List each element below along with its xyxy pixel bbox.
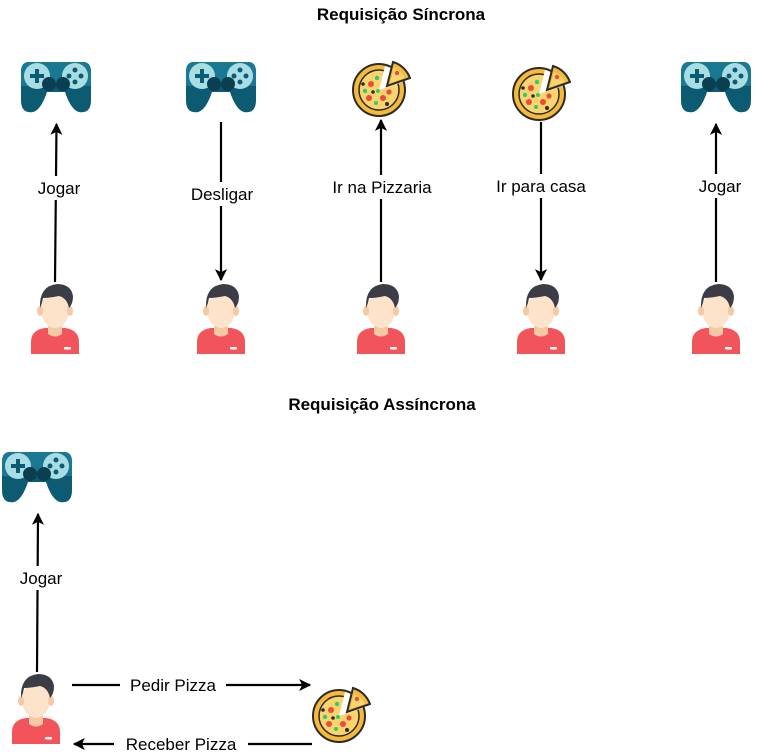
person-icon (12, 674, 60, 744)
sync-step-5: Jogar (681, 62, 751, 354)
step-label: Ir para casa (496, 177, 586, 196)
person-icon (197, 284, 245, 354)
step-label: Pedir Pizza (130, 676, 217, 695)
pizza-icon (352, 61, 411, 117)
gamepad-icon (21, 62, 91, 113)
async-receive-step: Receber Pizza (72, 732, 312, 755)
step-label: Ir na Pizzaria (332, 178, 432, 197)
sync-step-2: Desligar (183, 62, 261, 354)
async-title: Requisição Assíncrona (288, 395, 476, 414)
async-play-step: Jogar (2, 452, 72, 673)
step-label: Receber Pizza (126, 735, 237, 754)
gamepad-icon (2, 452, 72, 503)
step-label: Jogar (20, 569, 63, 588)
arrow-up (31, 512, 44, 673)
person-icon (517, 284, 565, 354)
sync-step-1: Jogar (21, 62, 91, 354)
gamepad-icon (186, 62, 256, 113)
person-icon (31, 284, 79, 354)
person-icon (692, 284, 740, 354)
gamepad-icon (681, 62, 751, 113)
pizza-icon (312, 687, 371, 743)
sync-step-4: Ir para casa (485, 65, 597, 354)
sync-step-3: Ir na Pizzaria (320, 61, 444, 354)
step-label: Jogar (699, 177, 742, 196)
step-label: Desligar (191, 185, 254, 204)
step-label: Jogar (38, 179, 81, 198)
pizza-icon (512, 65, 571, 121)
async-order-step: Pedir Pizza (72, 673, 312, 697)
person-icon (357, 284, 405, 354)
arrow-up (50, 122, 63, 283)
sync-title: Requisição Síncrona (317, 5, 486, 24)
